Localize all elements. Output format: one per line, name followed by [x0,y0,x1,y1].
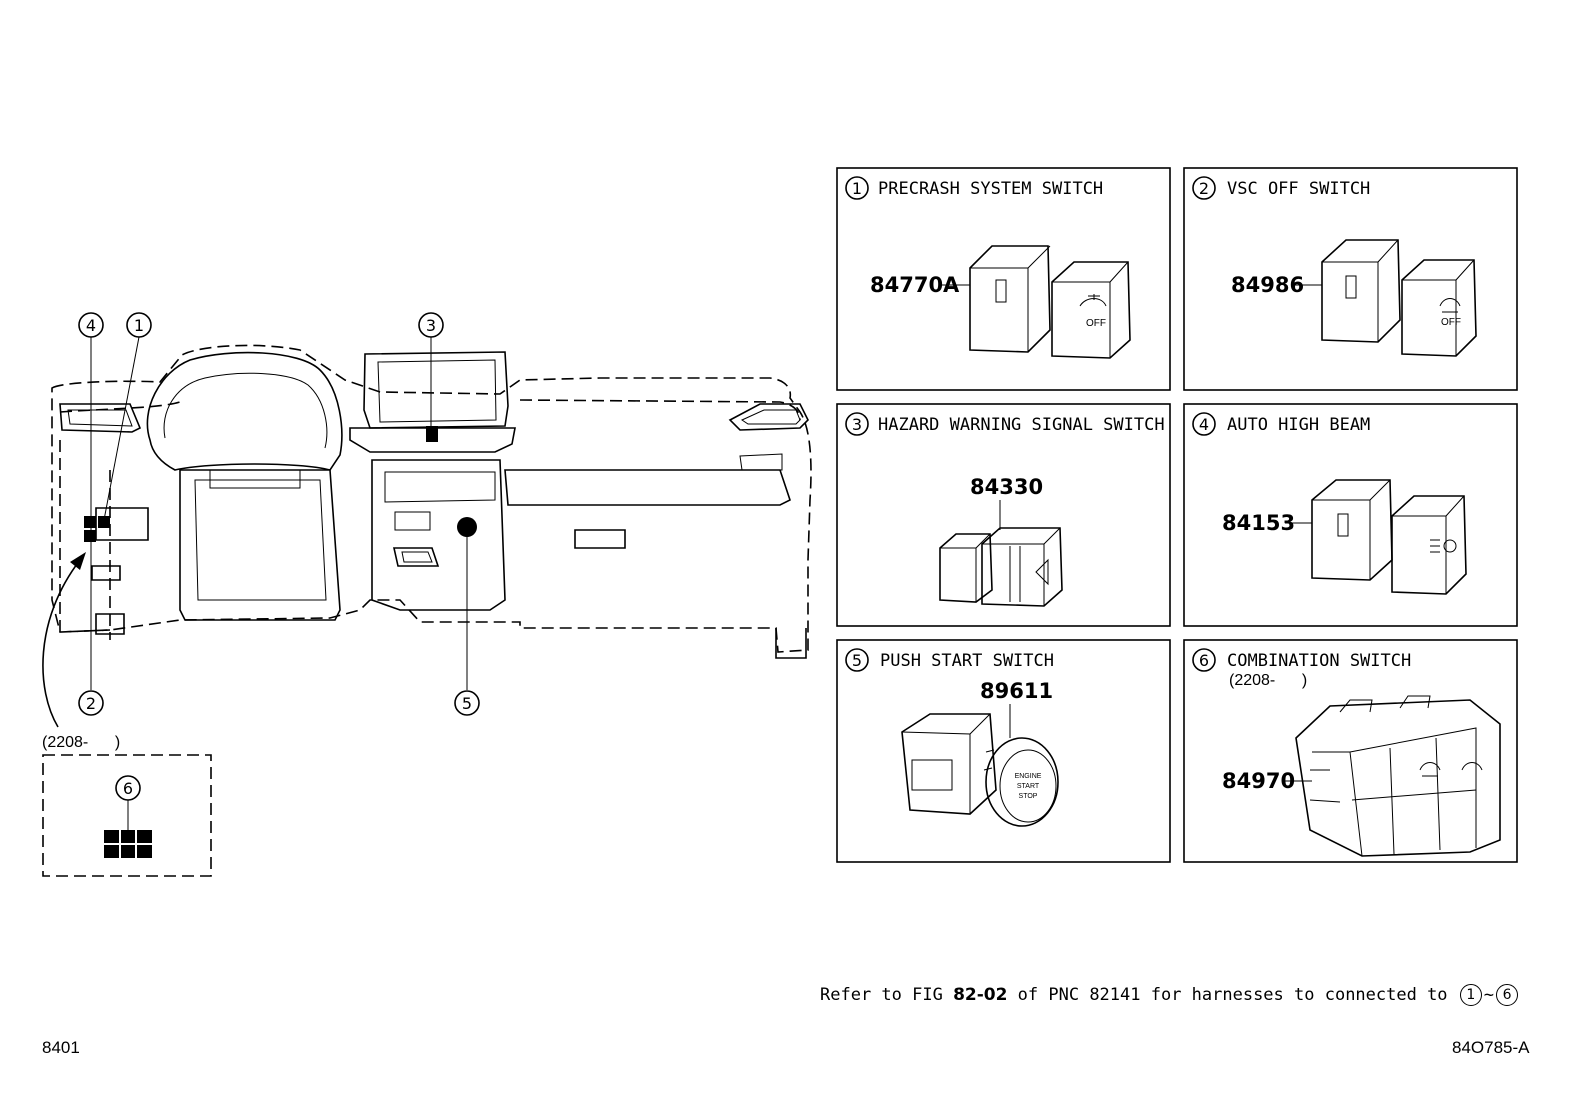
reference-prefix: Refer to FIG [820,985,954,1005]
page-number: 8401 [42,1038,80,1057]
svg-text:3: 3 [426,316,436,335]
svg-text:2: 2 [86,694,96,713]
range-end-callout: 6 [1496,984,1519,1006]
svg-text:START: START [1017,783,1040,790]
dashboard-illustration [51,344,812,659]
svg-text:5: 5 [852,651,862,670]
push-start-switch-icon: ENGINE START STOP [901,713,1059,827]
push-start-location-marker [457,517,477,537]
part-number: 84153 [1222,511,1295,535]
callout-leaders [42,336,468,830]
svg-text:2: 2 [1199,179,1209,198]
svg-text:3: 3 [852,415,862,434]
panel-push-start-switch: 5 PUSH START SWITCH 89611 ENGINE START S… [836,639,1171,863]
precrash-switch-icon: OFF [969,245,1131,359]
svg-text:OFF: OFF [1086,318,1106,329]
panel-title: PUSH START SWITCH [880,651,1054,671]
panel-combination-switch: 6 COMBINATION SWITCH (2208- ) 84970 [1183,639,1518,863]
range-start-callout: 1 [1459,984,1482,1006]
svg-text:4: 4 [1199,415,1209,434]
hazard-switch-icon [939,527,1063,607]
figure-code: 84O785-A [1452,1038,1530,1057]
svg-text:5: 5 [462,694,472,713]
panel-hazard-warning-signal-switch: 3 HAZARD WARNING SIGNAL SWITCH 84330 [836,403,1171,627]
panel-title: HAZARD WARNING SIGNAL SWITCH [878,415,1165,435]
svg-text:1: 1 [852,179,862,198]
svg-text:OFF: OFF [1441,317,1461,328]
svg-text:1: 1 [134,316,144,335]
panel-auto-high-beam: 4 AUTO HIGH BEAM 84153 [1183,403,1518,627]
vsc-off-location-marker [84,530,96,542]
part-number: 84970 [1222,769,1295,793]
precrash-location-marker [98,516,110,528]
callout-1: 1 [126,312,152,338]
combination-switch-icon [1295,695,1501,857]
panel-subtitle: (2208- ) [1229,672,1307,689]
inset-date-label: (2208- ) [42,734,120,751]
panel-title: PRECRASH SYSTEM SWITCH [878,179,1103,199]
part-number: 84330 [970,475,1043,499]
harness-reference-note: Refer to FIG 82-02 of PNC 82141 for harn… [820,984,1520,1006]
auto-high-beam-switch-icon [1311,479,1467,595]
panel-title: COMBINATION SWITCH [1227,651,1411,671]
callout-4: 4 [78,312,104,338]
svg-text:6: 6 [1199,651,1209,670]
callout-6: 6 [115,775,141,801]
auto-high-beam-location-marker [84,516,96,528]
callout-5: 5 [454,690,480,716]
combination-switch-location-marker [104,830,152,858]
svg-text:6: 6 [123,779,133,798]
reference-fig-number: 82-02 [953,985,1008,1005]
callout-3: 3 [418,312,444,338]
panel-precrash-system-switch: 1 PRECRASH SYSTEM SWITCH 84770A OFF [836,167,1171,391]
vsc-off-switch-icon: OFF [1321,239,1477,357]
hazard-switch-location-marker [426,426,438,442]
panel-title: AUTO HIGH BEAM [1227,415,1370,435]
part-number: 84986 [1231,273,1304,297]
combination-switch-inset [42,754,212,877]
svg-text:STOP: STOP [1019,793,1038,800]
reference-middle: of PNC 82141 for harnesses to connected … [1007,985,1458,1005]
svg-text:4: 4 [86,316,96,335]
callout-2: 2 [78,690,104,716]
panel-vsc-off-switch: 2 VSC OFF SWITCH 84986 OFF [1183,167,1518,391]
panel-title: VSC OFF SWITCH [1227,179,1370,199]
range-separator: ~ [1483,985,1495,1005]
svg-text:ENGINE: ENGINE [1015,773,1042,780]
part-number: 89611 [980,679,1053,703]
